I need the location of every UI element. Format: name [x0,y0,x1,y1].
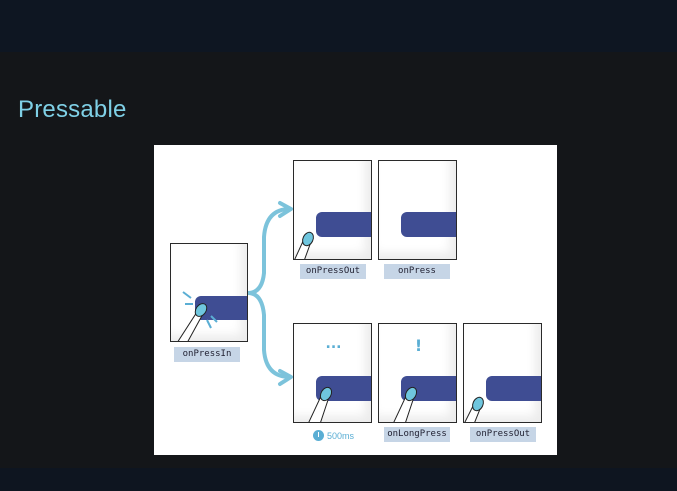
finger-tap-icon [177,291,218,341]
timer-icon [313,430,324,441]
long-press-panel: ! [378,323,457,423]
bottom-band [0,468,677,491]
press-out-long-bar [486,376,541,401]
finger-hold-icon-2 [393,386,418,422]
finger-hold-icon [308,386,333,422]
on-press-label: onPress [384,264,450,279]
press-out-short-bar [316,212,371,237]
waiting-dots: ... [325,336,342,352]
on-press-in-label: onPressIn [174,347,240,362]
press-out-long-panel [463,323,542,423]
on-press-out-label-short: onPressOut [300,264,366,279]
long-press-wait-panel: ... [293,323,372,423]
flow-arrows [246,201,293,386]
finger-lifted-icon [294,231,314,259]
long-press-indicator: ! [414,336,423,355]
press-in-panel [170,243,248,342]
top-band [0,0,677,52]
timer-text: 500ms [327,430,355,441]
pressable-diagram: onPressIn onPressOut onPress ... 500ms ! [154,145,557,455]
timer: 500ms [313,430,354,441]
press-bar [401,212,456,237]
press-out-short-panel [293,160,372,260]
press-panel [378,160,457,260]
on-press-out-label-long: onPressOut [470,427,536,442]
on-long-press-label: onLongPress [384,427,450,442]
slide-title: Pressable [18,96,127,123]
finger-lifted-icon-2 [464,396,484,422]
